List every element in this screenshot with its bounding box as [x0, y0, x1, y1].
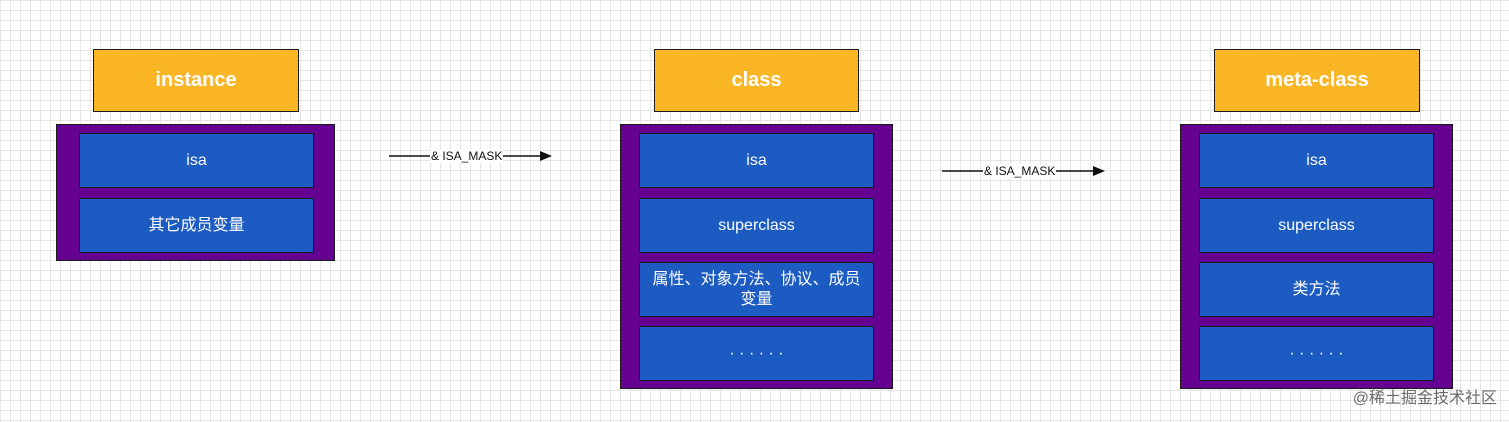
metaclass-container: isa superclass 类方法 · · · · · · [1180, 124, 1453, 389]
metaclass-superclass-label: superclass [1278, 216, 1355, 234]
class-isa-label: isa [746, 151, 767, 169]
instance-members-label: 其它成员变量 [148, 216, 245, 234]
instance-container: isa 其它成员变量 [56, 124, 335, 261]
instance-isa-cell: isa [79, 133, 314, 188]
metaclass-title: meta-class [1265, 69, 1369, 91]
metaclass-isa-cell: isa [1199, 133, 1434, 188]
class-superclass-cell: superclass [639, 198, 874, 253]
metaclass-class-methods-cell: 类方法 [1199, 262, 1434, 317]
class-methods-label: 属性、对象方法、协议、成员变量 [652, 270, 861, 308]
instance-title-box: instance [93, 49, 299, 112]
class-container: isa superclass 属性、对象方法、协议、成员变量 · · · · ·… [620, 124, 893, 389]
metaclass-ellipsis-cell: · · · · · · [1199, 326, 1434, 381]
class-ellipsis-label: · · · · · · [729, 344, 784, 362]
class-title-box: class [654, 49, 859, 112]
class-ellipsis-cell: · · · · · · [639, 326, 874, 381]
metaclass-class-methods-label: 类方法 [1292, 280, 1341, 298]
instance-isa-label: isa [186, 151, 207, 169]
metaclass-isa-label: isa [1306, 151, 1327, 169]
class-title: class [731, 69, 782, 91]
class-superclass-label: superclass [718, 216, 795, 234]
metaclass-ellipsis-label: · · · · · · [1289, 344, 1344, 362]
class-methods-cell: 属性、对象方法、协议、成员变量 [639, 262, 874, 317]
arrow-2-label: & ISA_MASK [983, 164, 1057, 178]
metaclass-title-box: meta-class [1214, 49, 1420, 112]
metaclass-superclass-cell: superclass [1199, 198, 1434, 253]
class-isa-cell: isa [639, 133, 874, 188]
watermark: @稀土掘金技术社区 [1352, 390, 1497, 407]
instance-title: instance [155, 69, 237, 91]
arrow-1-label: & ISA_MASK [430, 149, 504, 163]
instance-members-cell: 其它成员变量 [79, 198, 314, 253]
